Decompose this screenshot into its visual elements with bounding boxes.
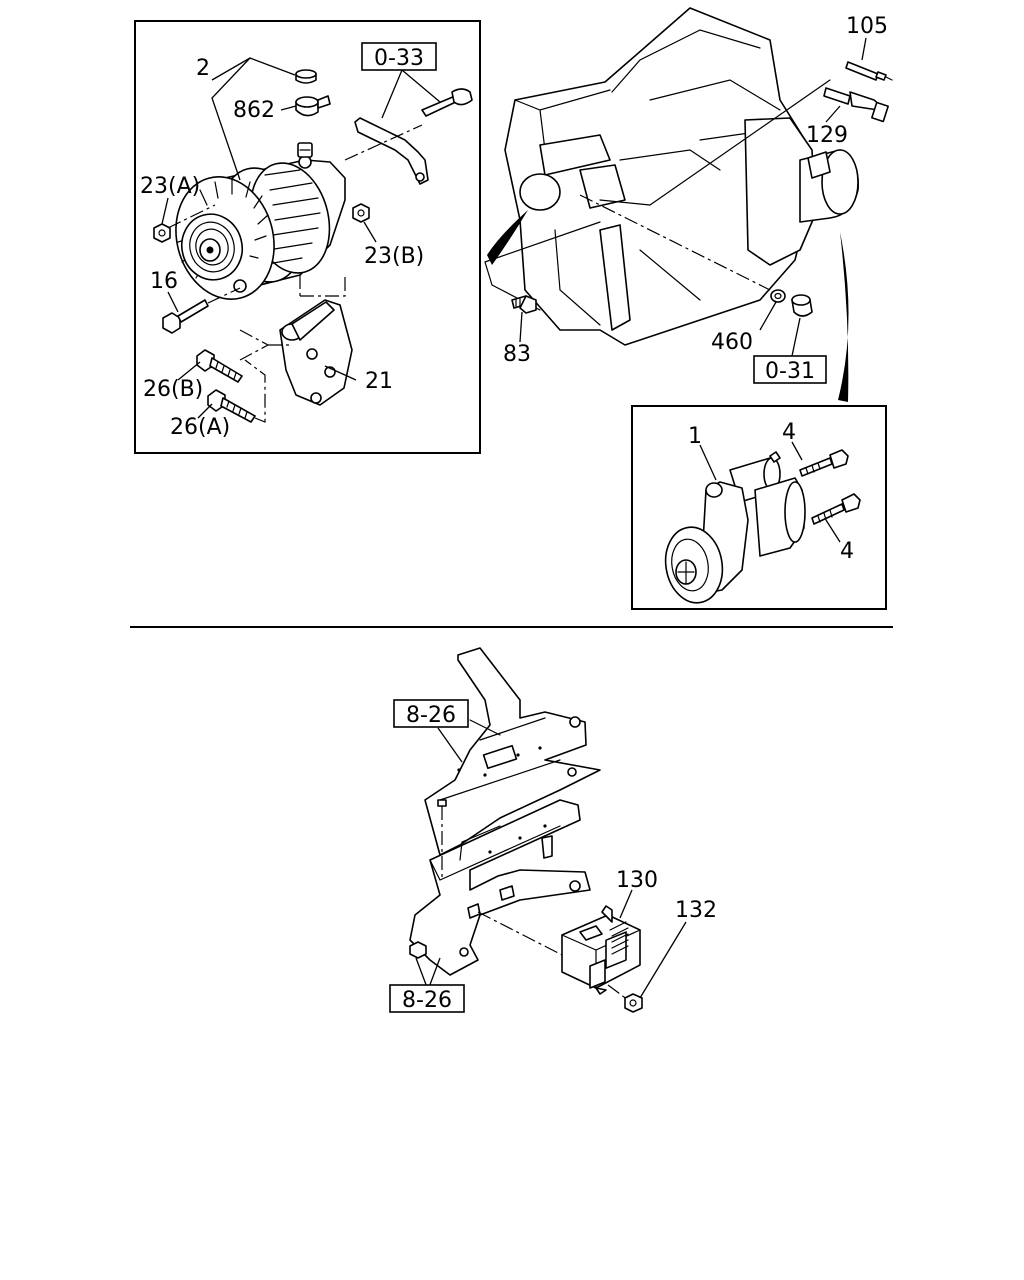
callout-1: 1 — [688, 424, 702, 449]
callout-23b: 23(B) — [364, 244, 424, 269]
callout-21: 21 — [365, 369, 393, 394]
alternator-panel-frame — [134, 20, 481, 454]
wire-bracket — [344, 88, 473, 185]
drain-plug — [791, 294, 813, 317]
ref-box-8-26-top: 8-26 — [393, 699, 469, 728]
ref-box-8-26-bottom: 8-26 — [389, 984, 465, 1013]
controller-130 — [561, 905, 641, 995]
callout-4-top: 4 — [782, 420, 796, 445]
nut-132 — [607, 984, 643, 1013]
plug-862 — [295, 69, 331, 117]
starter-bolt-top — [799, 449, 849, 477]
callout-83: 83 — [503, 342, 531, 367]
callout-16: 16 — [150, 269, 178, 294]
ref-label-0-33: 0-33 — [374, 46, 424, 71]
callout-862: 862 — [233, 98, 275, 123]
starter-panel — [631, 405, 887, 610]
ref-label-8-26-top: 8-26 — [406, 703, 456, 728]
nut-23b — [352, 203, 370, 223]
mount-bracket-21 — [239, 275, 353, 406]
starter-motor — [664, 451, 806, 604]
bolt-83 — [511, 295, 537, 314]
ref-box-0-33: 0-33 — [361, 42, 437, 71]
engine-block — [484, 7, 859, 402]
controller-bracket-assembly — [409, 647, 601, 976]
ref-box-0-31: 0-31 — [753, 355, 827, 384]
alternator-panel — [134, 20, 481, 454]
callout-26b: 26(B) — [143, 377, 203, 402]
callout-132: 132 — [675, 898, 717, 923]
alternator — [175, 142, 346, 300]
starter-panel-frame — [631, 405, 887, 610]
callout-23a: 23(A) — [140, 174, 200, 199]
sensor-105 — [845, 61, 893, 81]
callout-105: 105 — [846, 14, 888, 39]
callout-130: 130 — [616, 868, 658, 893]
callout-129: 129 — [806, 123, 848, 148]
ref-label-0-31: 0-31 — [765, 359, 815, 384]
callout-4-bottom: 4 — [840, 539, 854, 564]
bolt-26b — [196, 349, 243, 383]
callout-26a: 26(A) — [170, 415, 230, 440]
bolt-16 — [162, 287, 241, 334]
callout-2: 2 — [196, 56, 210, 81]
sensor-129 — [823, 87, 889, 123]
bolt-26a — [207, 359, 266, 423]
washer-460 — [770, 289, 786, 303]
ref-label-8-26-bottom: 8-26 — [402, 988, 452, 1013]
starter-bolt-bottom — [811, 493, 861, 525]
callout-460: 460 — [711, 330, 753, 355]
